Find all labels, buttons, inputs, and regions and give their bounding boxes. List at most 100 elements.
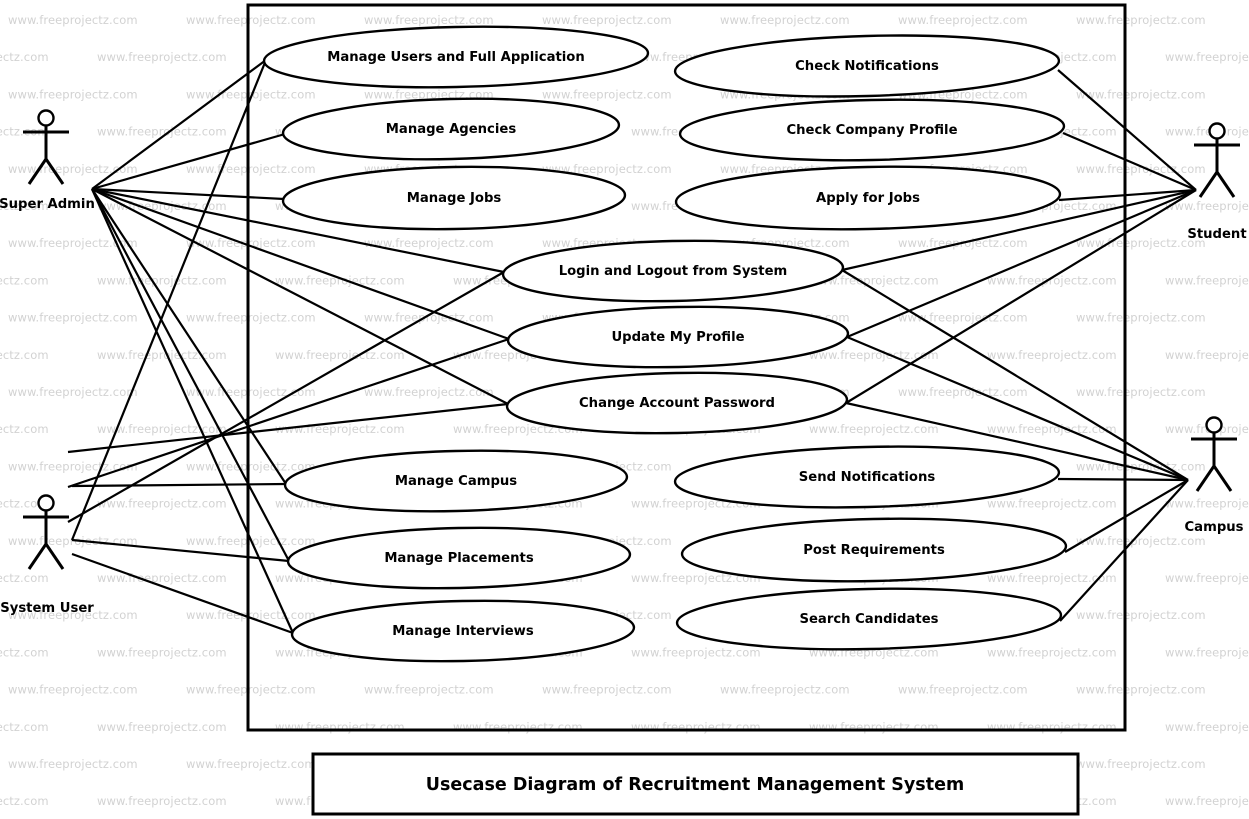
usecase-label: Check Notifications <box>795 59 939 74</box>
watermark-text: www.freeprojectz.com <box>0 571 49 585</box>
title-box-layer: Usecase Diagram of Recruitment Managemen… <box>311 752 1080 816</box>
watermark-text: www.freeprojectz.com <box>8 13 138 27</box>
association-lines-layer <box>67 59 1197 635</box>
watermark-text: www.freeprojectz.com <box>809 348 939 362</box>
usecase-label: Search Candidates <box>799 612 938 627</box>
usecase-update-my-profile[interactable]: Update My Profile <box>506 303 850 370</box>
association-super-admin-to-login-logout-from-system <box>91 187 505 274</box>
watermark-text: www.freeprojectz.com <box>898 683 1028 697</box>
watermark-text: www.freeprojectz.com <box>97 720 227 734</box>
actor-system-user[interactable]: System User <box>0 494 94 617</box>
association-system-user-to-manage-users-full-application <box>70 59 268 541</box>
watermark-text: www.freeprojectz.com <box>186 757 316 771</box>
watermark-text: www.freeprojectz.com <box>0 199 49 213</box>
watermark-text: www.freeprojectz.com <box>186 385 316 399</box>
watermark-text: www.freeprojectz.com <box>898 311 1028 325</box>
watermark-text: www.freeprojectz.com <box>0 422 49 436</box>
usecase-check-notifications[interactable]: Check Notifications <box>673 31 1061 102</box>
usecase-label: Manage Jobs <box>407 191 502 206</box>
actor-head-icon <box>37 109 55 127</box>
watermark-text: www.freeprojectz.com <box>0 497 49 511</box>
usecase-ellipse[interactable] <box>262 23 650 91</box>
diagram-title-box: Usecase Diagram of Recruitment Managemen… <box>311 752 1080 816</box>
usecase-manage-interviews[interactable]: Manage Interviews <box>290 597 636 664</box>
watermark-text: www.freeprojectz.com <box>97 645 227 659</box>
watermark-text: www.freeprojectz.com <box>275 422 405 436</box>
watermark-text: www.freeprojectz.com <box>987 645 1117 659</box>
usecase-manage-jobs[interactable]: Manage Jobs <box>281 164 627 232</box>
usecase-send-notifications[interactable]: Send Notifications <box>673 442 1061 511</box>
usecase-label: Check Company Profile <box>786 123 957 138</box>
watermark-text: www.freeprojectz.com <box>1165 348 1249 362</box>
watermark-text: www.freeprojectz.com <box>186 236 316 250</box>
watermark-text: www.freeprojectz.com <box>8 311 138 325</box>
usecase-ellipse[interactable] <box>674 163 1062 233</box>
usecase-label: Send Notifications <box>799 470 936 485</box>
usecase-ellipse[interactable] <box>281 95 621 163</box>
watermark-text: www.freeprojectz.com <box>809 273 939 287</box>
usecase-manage-campus[interactable]: Manage Campus <box>283 447 629 515</box>
actor-leg-right <box>1215 171 1236 198</box>
watermark-text: www.freeprojectz.com <box>1165 720 1249 734</box>
usecase-login-logout-from-system[interactable]: Login and Logout from System <box>501 237 845 304</box>
watermark-text: www.freeprojectz.com <box>186 13 316 27</box>
actor-leg-left <box>1198 171 1219 198</box>
actor-label: Campus <box>1185 520 1244 535</box>
usecase-ellipse[interactable] <box>290 597 636 664</box>
watermark-text: www.freeprojectz.com <box>0 348 49 362</box>
usecase-apply-for-jobs[interactable]: Apply for Jobs <box>674 163 1062 233</box>
usecase-ellipse[interactable] <box>505 369 849 436</box>
usecase-ellipse[interactable] <box>673 31 1061 102</box>
usecase-label: Login and Logout from System <box>559 264 788 279</box>
watermark-text: www.freeprojectz.com <box>542 683 672 697</box>
watermark-text: www.freeprojectz.com <box>0 273 49 287</box>
watermark-text: www.freeprojectz.com <box>1076 236 1206 250</box>
watermark-text: www.freeprojectz.com <box>1076 534 1206 548</box>
watermark-text: www.freeprojectz.com <box>8 683 138 697</box>
association-campus-to-change-account-password <box>845 401 1189 482</box>
watermark-text: www.freeprojectz.com <box>542 162 672 176</box>
usecase-ellipse[interactable] <box>281 164 627 232</box>
watermark-text: www.freeprojectz.com <box>1165 199 1249 213</box>
usecase-search-candidates[interactable]: Search Candidates <box>675 585 1063 653</box>
watermark-text: www.freeprojectz.com <box>987 348 1117 362</box>
actor-leg-right <box>1212 465 1233 492</box>
usecase-manage-agencies[interactable]: Manage Agencies <box>281 95 621 163</box>
actor-head-icon <box>1208 122 1226 140</box>
usecase-ellipse[interactable] <box>673 442 1061 511</box>
actor-super-admin[interactable]: Super Admin <box>0 109 95 213</box>
usecase-ellipse[interactable] <box>678 96 1066 164</box>
usecase-label: Update My Profile <box>611 330 744 345</box>
watermark-text: www.freeprojectz.com <box>1165 497 1249 511</box>
watermark-text: www.freeprojectz.com <box>364 13 494 27</box>
watermark-text: www.freeprojectz.com <box>809 720 939 734</box>
association-campus-to-search-candidates <box>1059 479 1189 622</box>
usecase-check-company-profile[interactable]: Check Company Profile <box>678 96 1066 164</box>
watermark-text: www.freeprojectz.com <box>1165 50 1249 64</box>
watermark-text: www.freeprojectz.com <box>8 87 138 101</box>
usecase-label: Manage Campus <box>395 474 517 489</box>
actor-campus[interactable]: Campus <box>1185 416 1244 536</box>
usecase-change-account-password[interactable]: Change Account Password <box>505 369 849 436</box>
usecase-manage-users-full-application[interactable]: Manage Users and Full Application <box>262 23 650 91</box>
usecase-ellipse[interactable] <box>283 447 629 515</box>
association-system-user-to-manage-placements <box>71 538 290 563</box>
usecase-ellipse[interactable] <box>506 303 850 370</box>
watermark-text: www.freeprojectz.com <box>1165 273 1249 287</box>
association-system-user-to-update-my-profile <box>67 337 510 489</box>
watermark-text: www.freeprojectz.com <box>186 162 316 176</box>
watermark-text: www.freeprojectz.com <box>186 459 316 473</box>
usecase-ellipse[interactable] <box>501 237 845 304</box>
usecase-ellipse[interactable] <box>286 524 632 591</box>
association-student-to-check-notifications <box>1057 69 1197 191</box>
usecase-post-requirements[interactable]: Post Requirements <box>680 515 1068 585</box>
usecase-manage-placements[interactable]: Manage Placements <box>286 524 632 591</box>
usecase-label: Apply for Jobs <box>816 191 920 206</box>
actor-student[interactable]: Student <box>1187 122 1247 243</box>
watermark-text: www.freeprojectz.com <box>898 385 1028 399</box>
usecase-ellipse[interactable] <box>680 515 1068 585</box>
watermark-text: www.freeprojectz.com <box>0 645 49 659</box>
usecase-ellipse[interactable] <box>675 585 1063 653</box>
